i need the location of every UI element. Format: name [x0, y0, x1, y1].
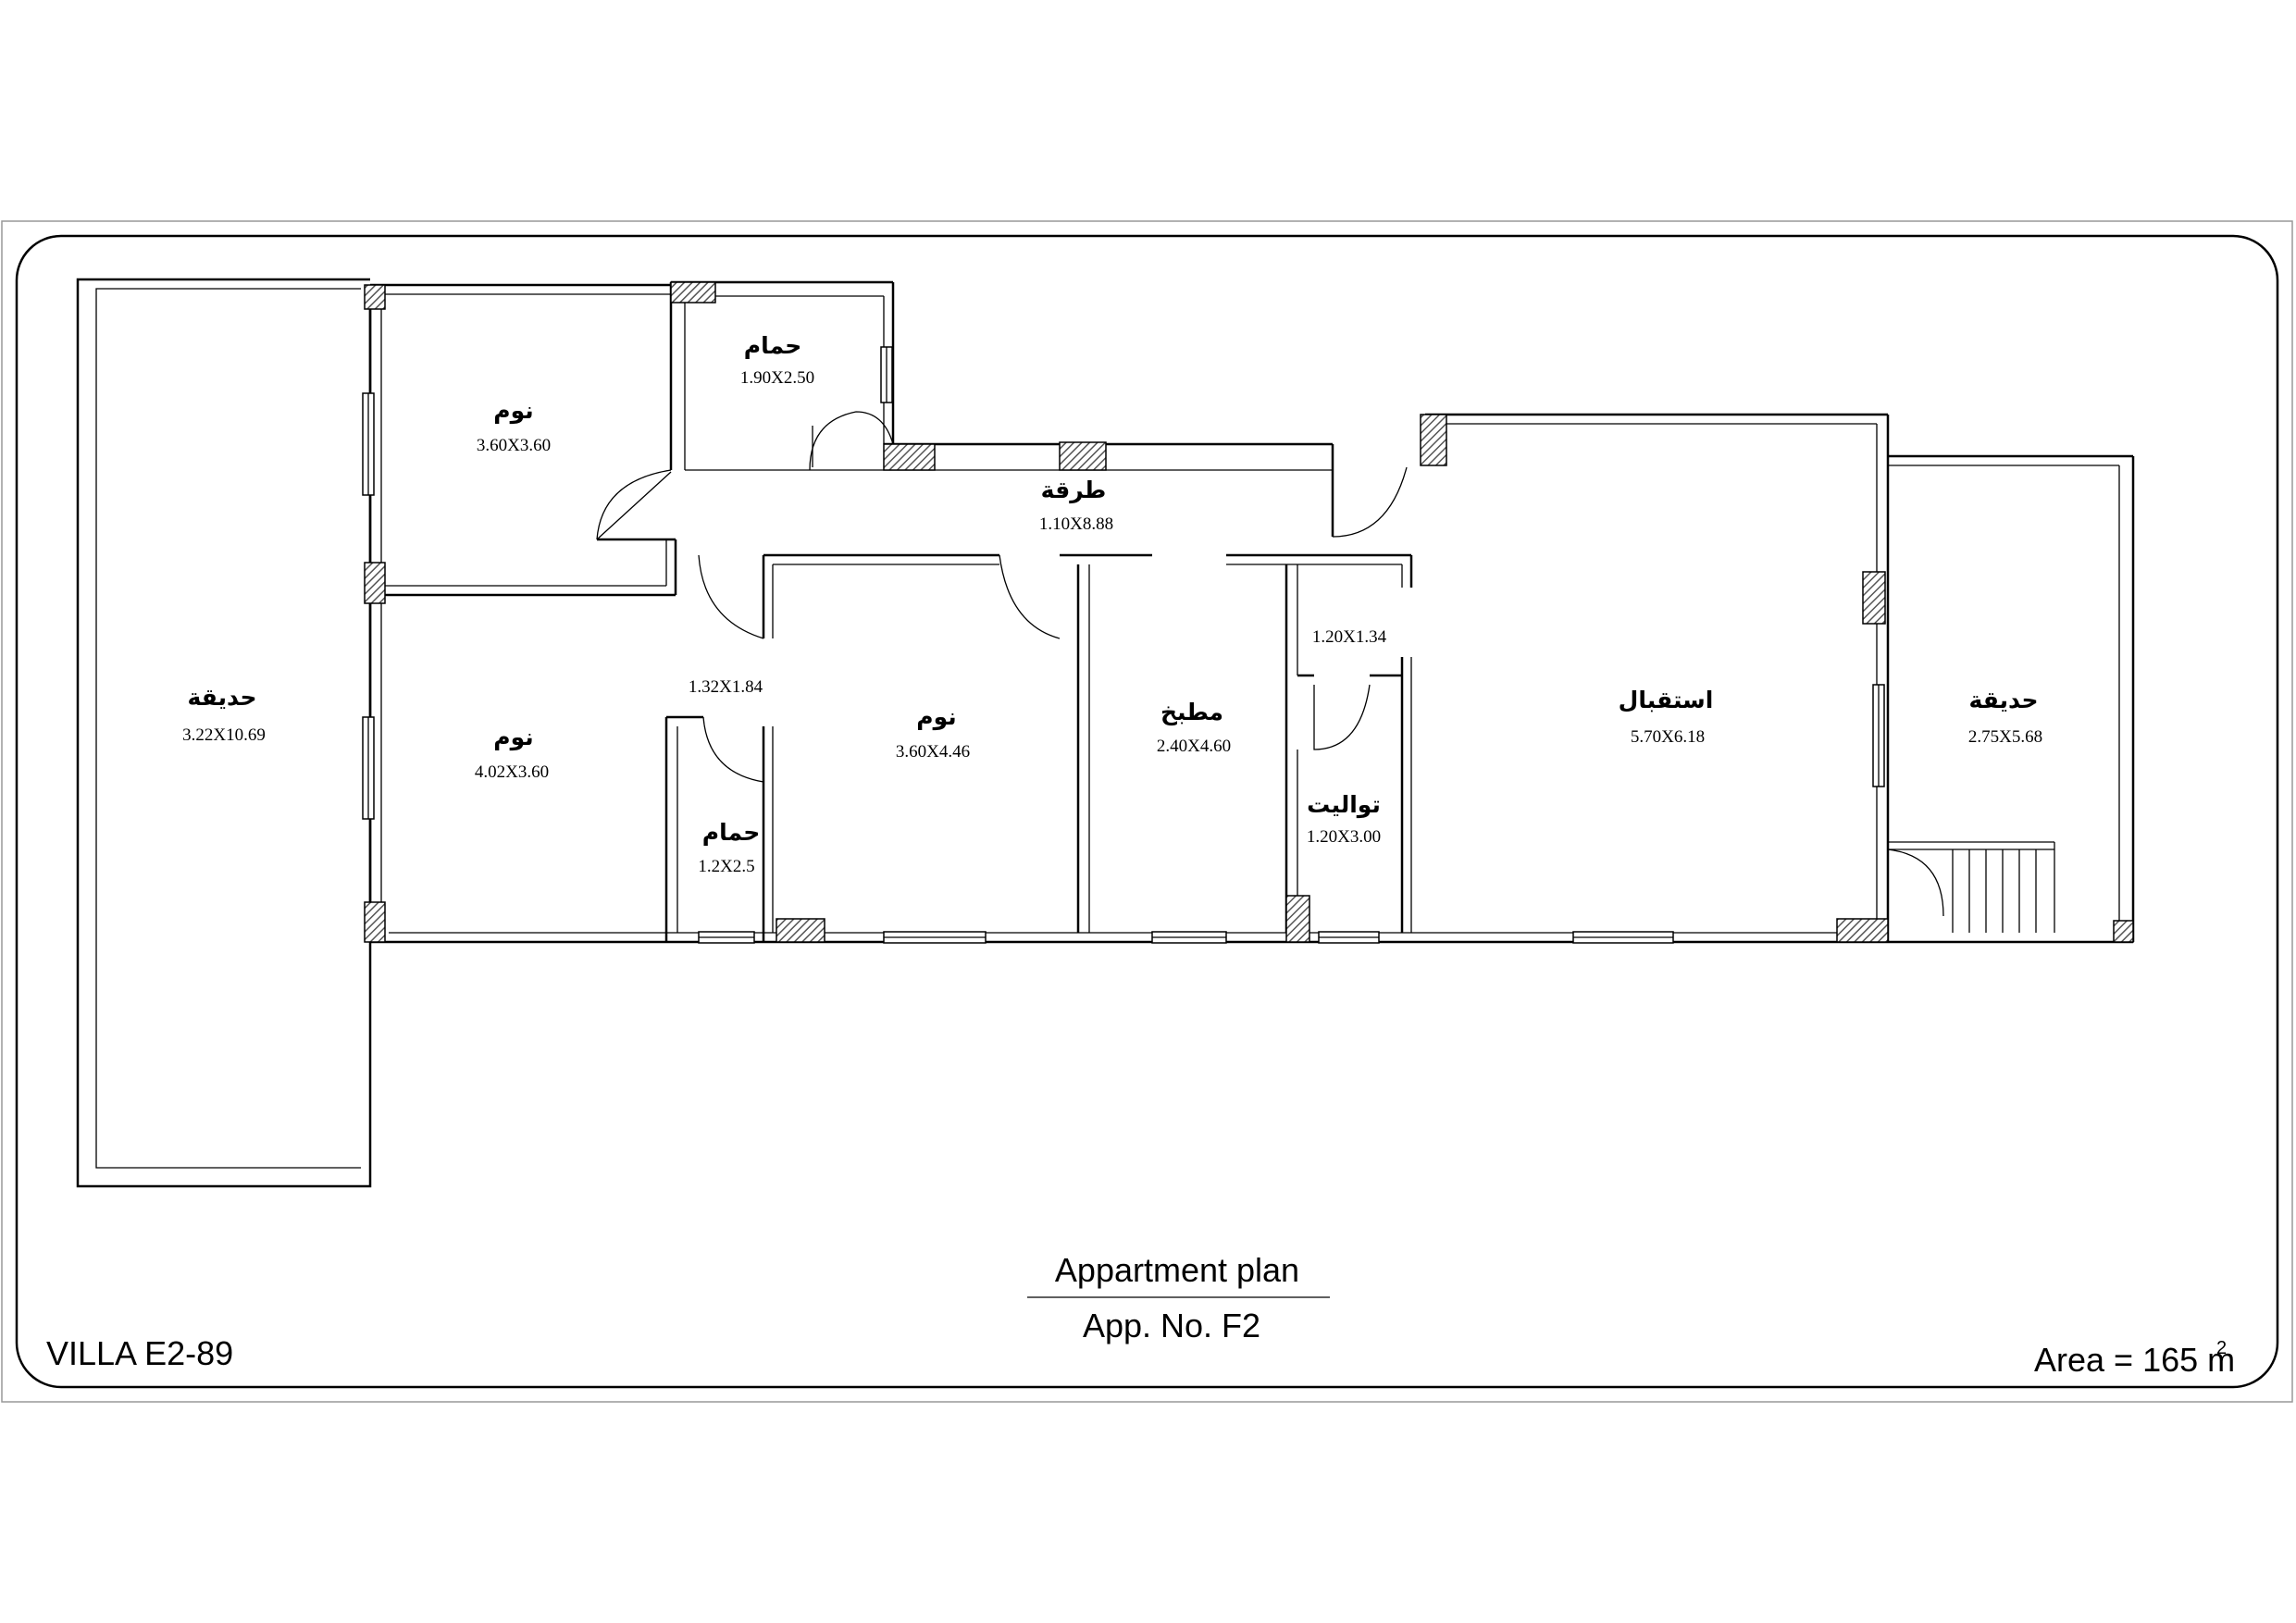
room-name: حمام [744, 332, 802, 359]
room-garden-left: حديقة 3.22X10.69 [182, 684, 266, 745]
room-toilet: 1.20X1.34 تواليت 1.20X3.00 [1307, 627, 1387, 847]
inner-sheet-frame [15, 234, 2279, 1389]
room-garden-right: حديقة 2.75X5.68 [1968, 687, 2042, 747]
room-dimensions: 3.60X4.46 [896, 742, 970, 762]
room-bed-mid: نوم 3.60X4.46 [896, 703, 970, 762]
room-dimensions: 5.70X6.18 [1631, 727, 1705, 747]
room-bath-small: 1.32X1.84 حمام 1.2X2.5 [689, 677, 763, 876]
doors [596, 411, 1408, 783]
room-name: حمام [702, 819, 761, 846]
room-corridor: طرقة 1.10X8.88 [1039, 477, 1113, 534]
room-dimensions: 2.40X4.60 [1157, 737, 1231, 756]
room-dimensions: 4.02X3.60 [475, 762, 549, 782]
room-name: نوم [493, 724, 533, 751]
room-dimensions: 3.22X10.69 [182, 725, 266, 745]
interior-walls [370, 538, 2055, 942]
room-dimensions: 1.32X1.84 [689, 677, 763, 697]
area-label: Area = 165 m [2034, 1341, 2235, 1379]
structural-columns [364, 281, 2134, 943]
exterior-walls [368, 280, 2135, 944]
room-dimensions: 1.90X2.50 [740, 368, 814, 388]
room-name: طرقة [1041, 477, 1107, 504]
room-kitchen: مطبخ 2.40X4.60 [1157, 699, 1231, 756]
plan-title: Appartment plan [1055, 1251, 1299, 1289]
room-name: حديقة [188, 684, 257, 711]
room-name: مطبخ [1160, 699, 1223, 726]
room-dimensions: 2.75X5.68 [1968, 727, 2042, 747]
room-dimensions: 1.20X3.00 [1307, 827, 1381, 847]
room-dimensions: 1.2X2.5 [698, 857, 754, 876]
room-bed-left: نوم 4.02X3.60 [475, 724, 549, 782]
room-bed-top: نوم 3.60X3.60 [477, 397, 551, 455]
room-bath-top: حمام 1.90X2.50 [740, 332, 814, 388]
room-name: تواليت [1307, 791, 1381, 819]
outer-sheet-frame [1, 220, 2293, 1403]
villa-label: VILLA E2-89 [46, 1334, 233, 1372]
room-name: استقبال [1619, 687, 1714, 713]
room-dimensions: 1.10X8.88 [1039, 514, 1113, 534]
room-dimensions: 3.60X3.60 [477, 436, 551, 455]
room-name: نوم [916, 703, 956, 731]
room-dimensions: 1.20X1.34 [1312, 627, 1387, 647]
windows [362, 346, 1885, 944]
room-name: نوم [493, 397, 533, 425]
area-superscript: 2 [2216, 1338, 2227, 1358]
title-block: Appartment plan App. No. F2 VILLA E2-89 … [46, 1251, 2235, 1379]
apartment-number: App. No. F2 [1083, 1307, 1260, 1344]
room-reception: استقبال 5.70X6.18 [1619, 687, 1714, 747]
room-name: حديقة [1969, 687, 2039, 713]
